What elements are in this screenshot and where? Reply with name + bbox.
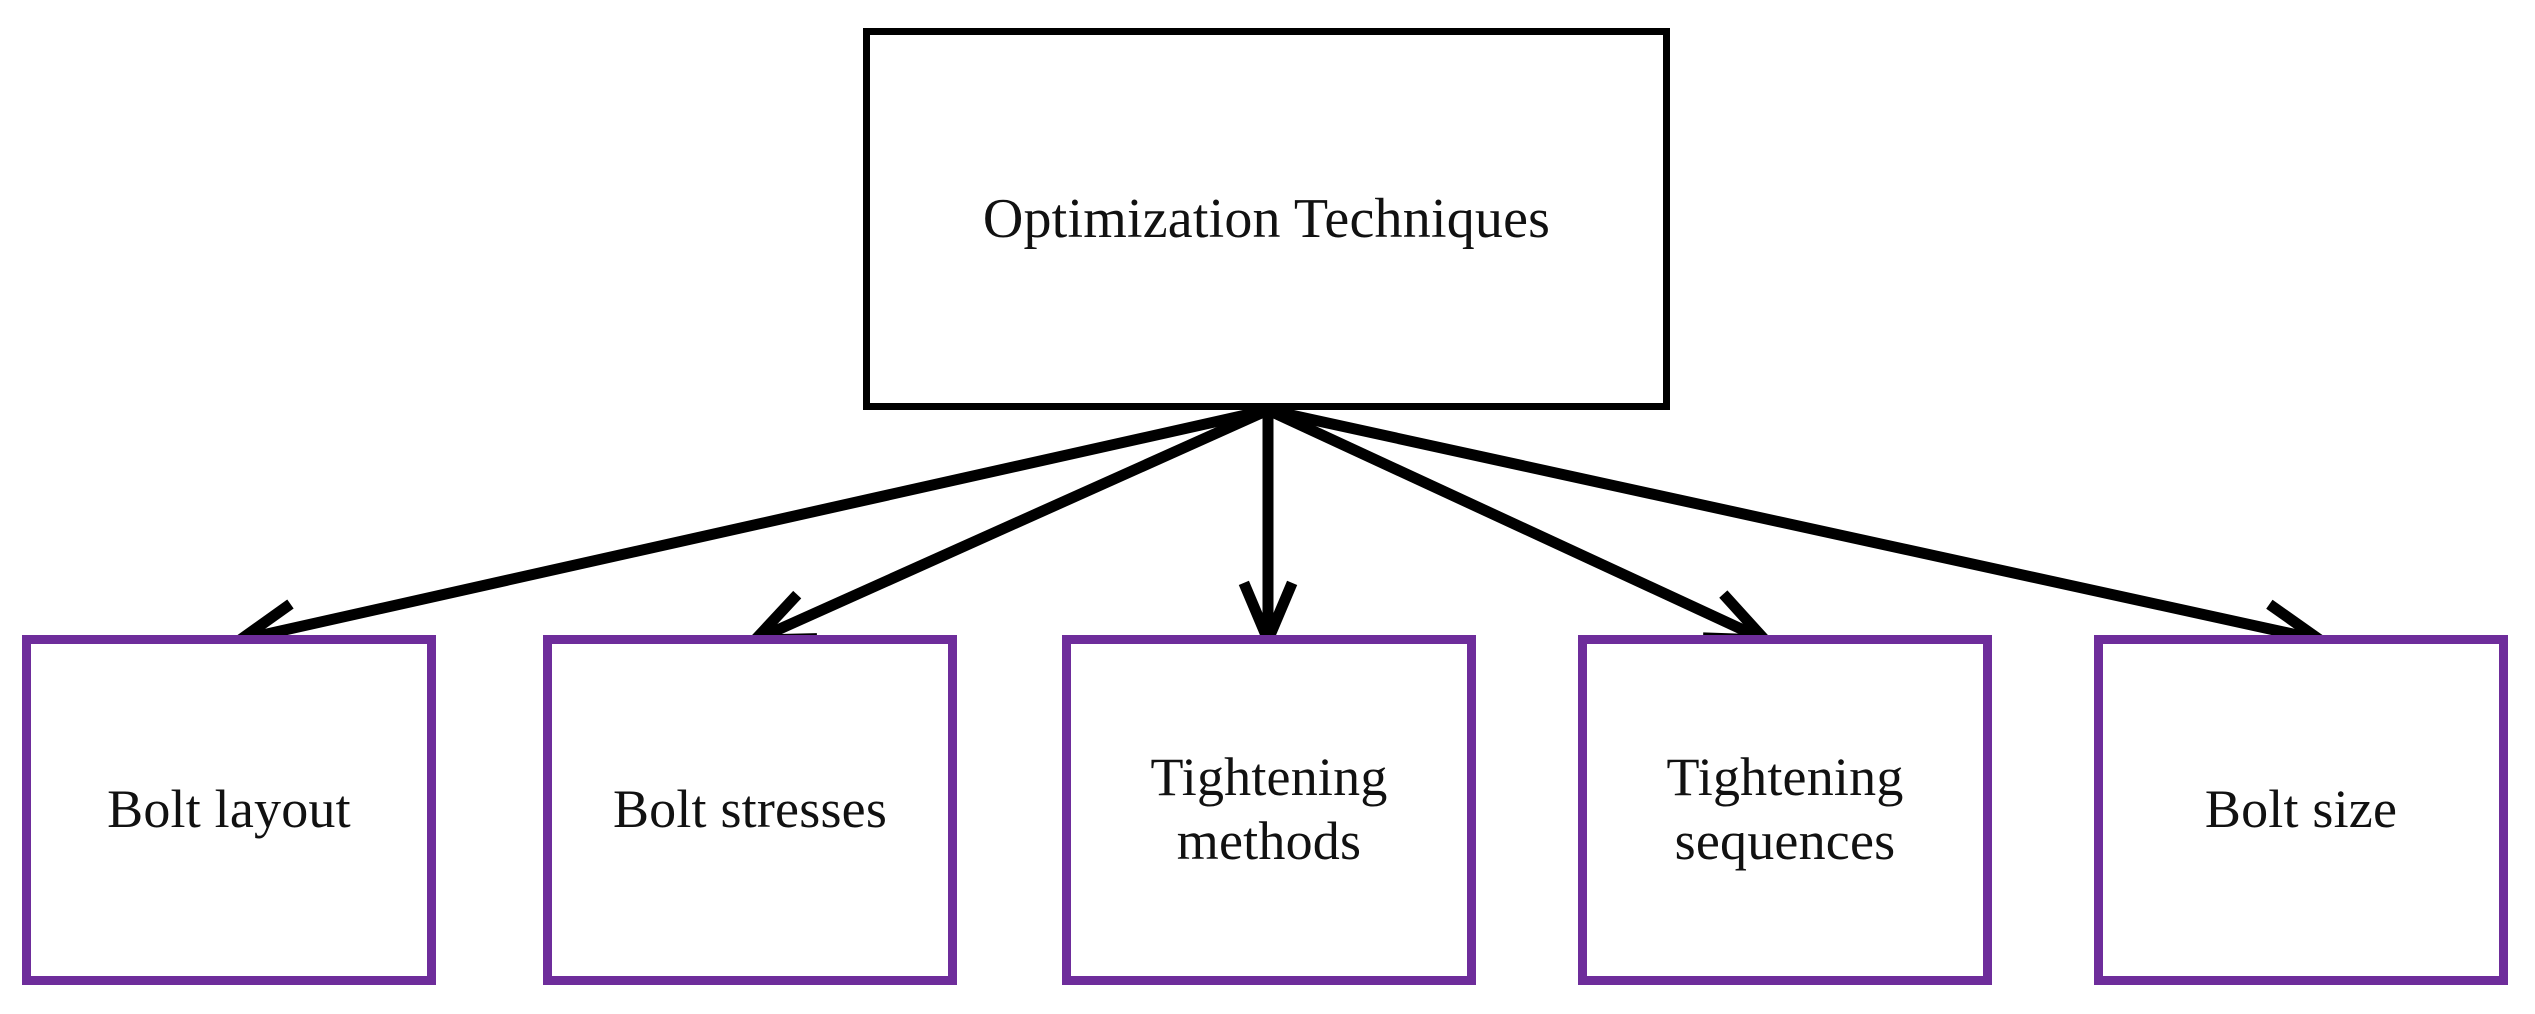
node-bolt-stresses[interactable]: Bolt stresses	[543, 635, 957, 985]
node-label-tightening-methods: Tightening methods	[1150, 747, 1388, 871]
node-tightening-methods[interactable]: Tightening methods	[1062, 635, 1476, 985]
node-label-root: Optimization Techniques	[982, 187, 1551, 250]
node-label-tightening-sequences: Tightening sequences	[1666, 747, 1904, 871]
node-bolt-layout[interactable]: Bolt layout	[22, 635, 436, 985]
node-bolt-size[interactable]: Bolt size	[2094, 635, 2508, 985]
node-label-bolt-size: Bolt size	[2204, 779, 2398, 840]
node-tightening-sequences[interactable]: Tightening sequences	[1578, 635, 1992, 985]
node-label-bolt-layout: Bolt layout	[107, 779, 351, 840]
node-label-bolt-stresses: Bolt stresses	[612, 779, 888, 840]
node-optimization-techniques[interactable]: Optimization Techniques	[863, 28, 1670, 410]
